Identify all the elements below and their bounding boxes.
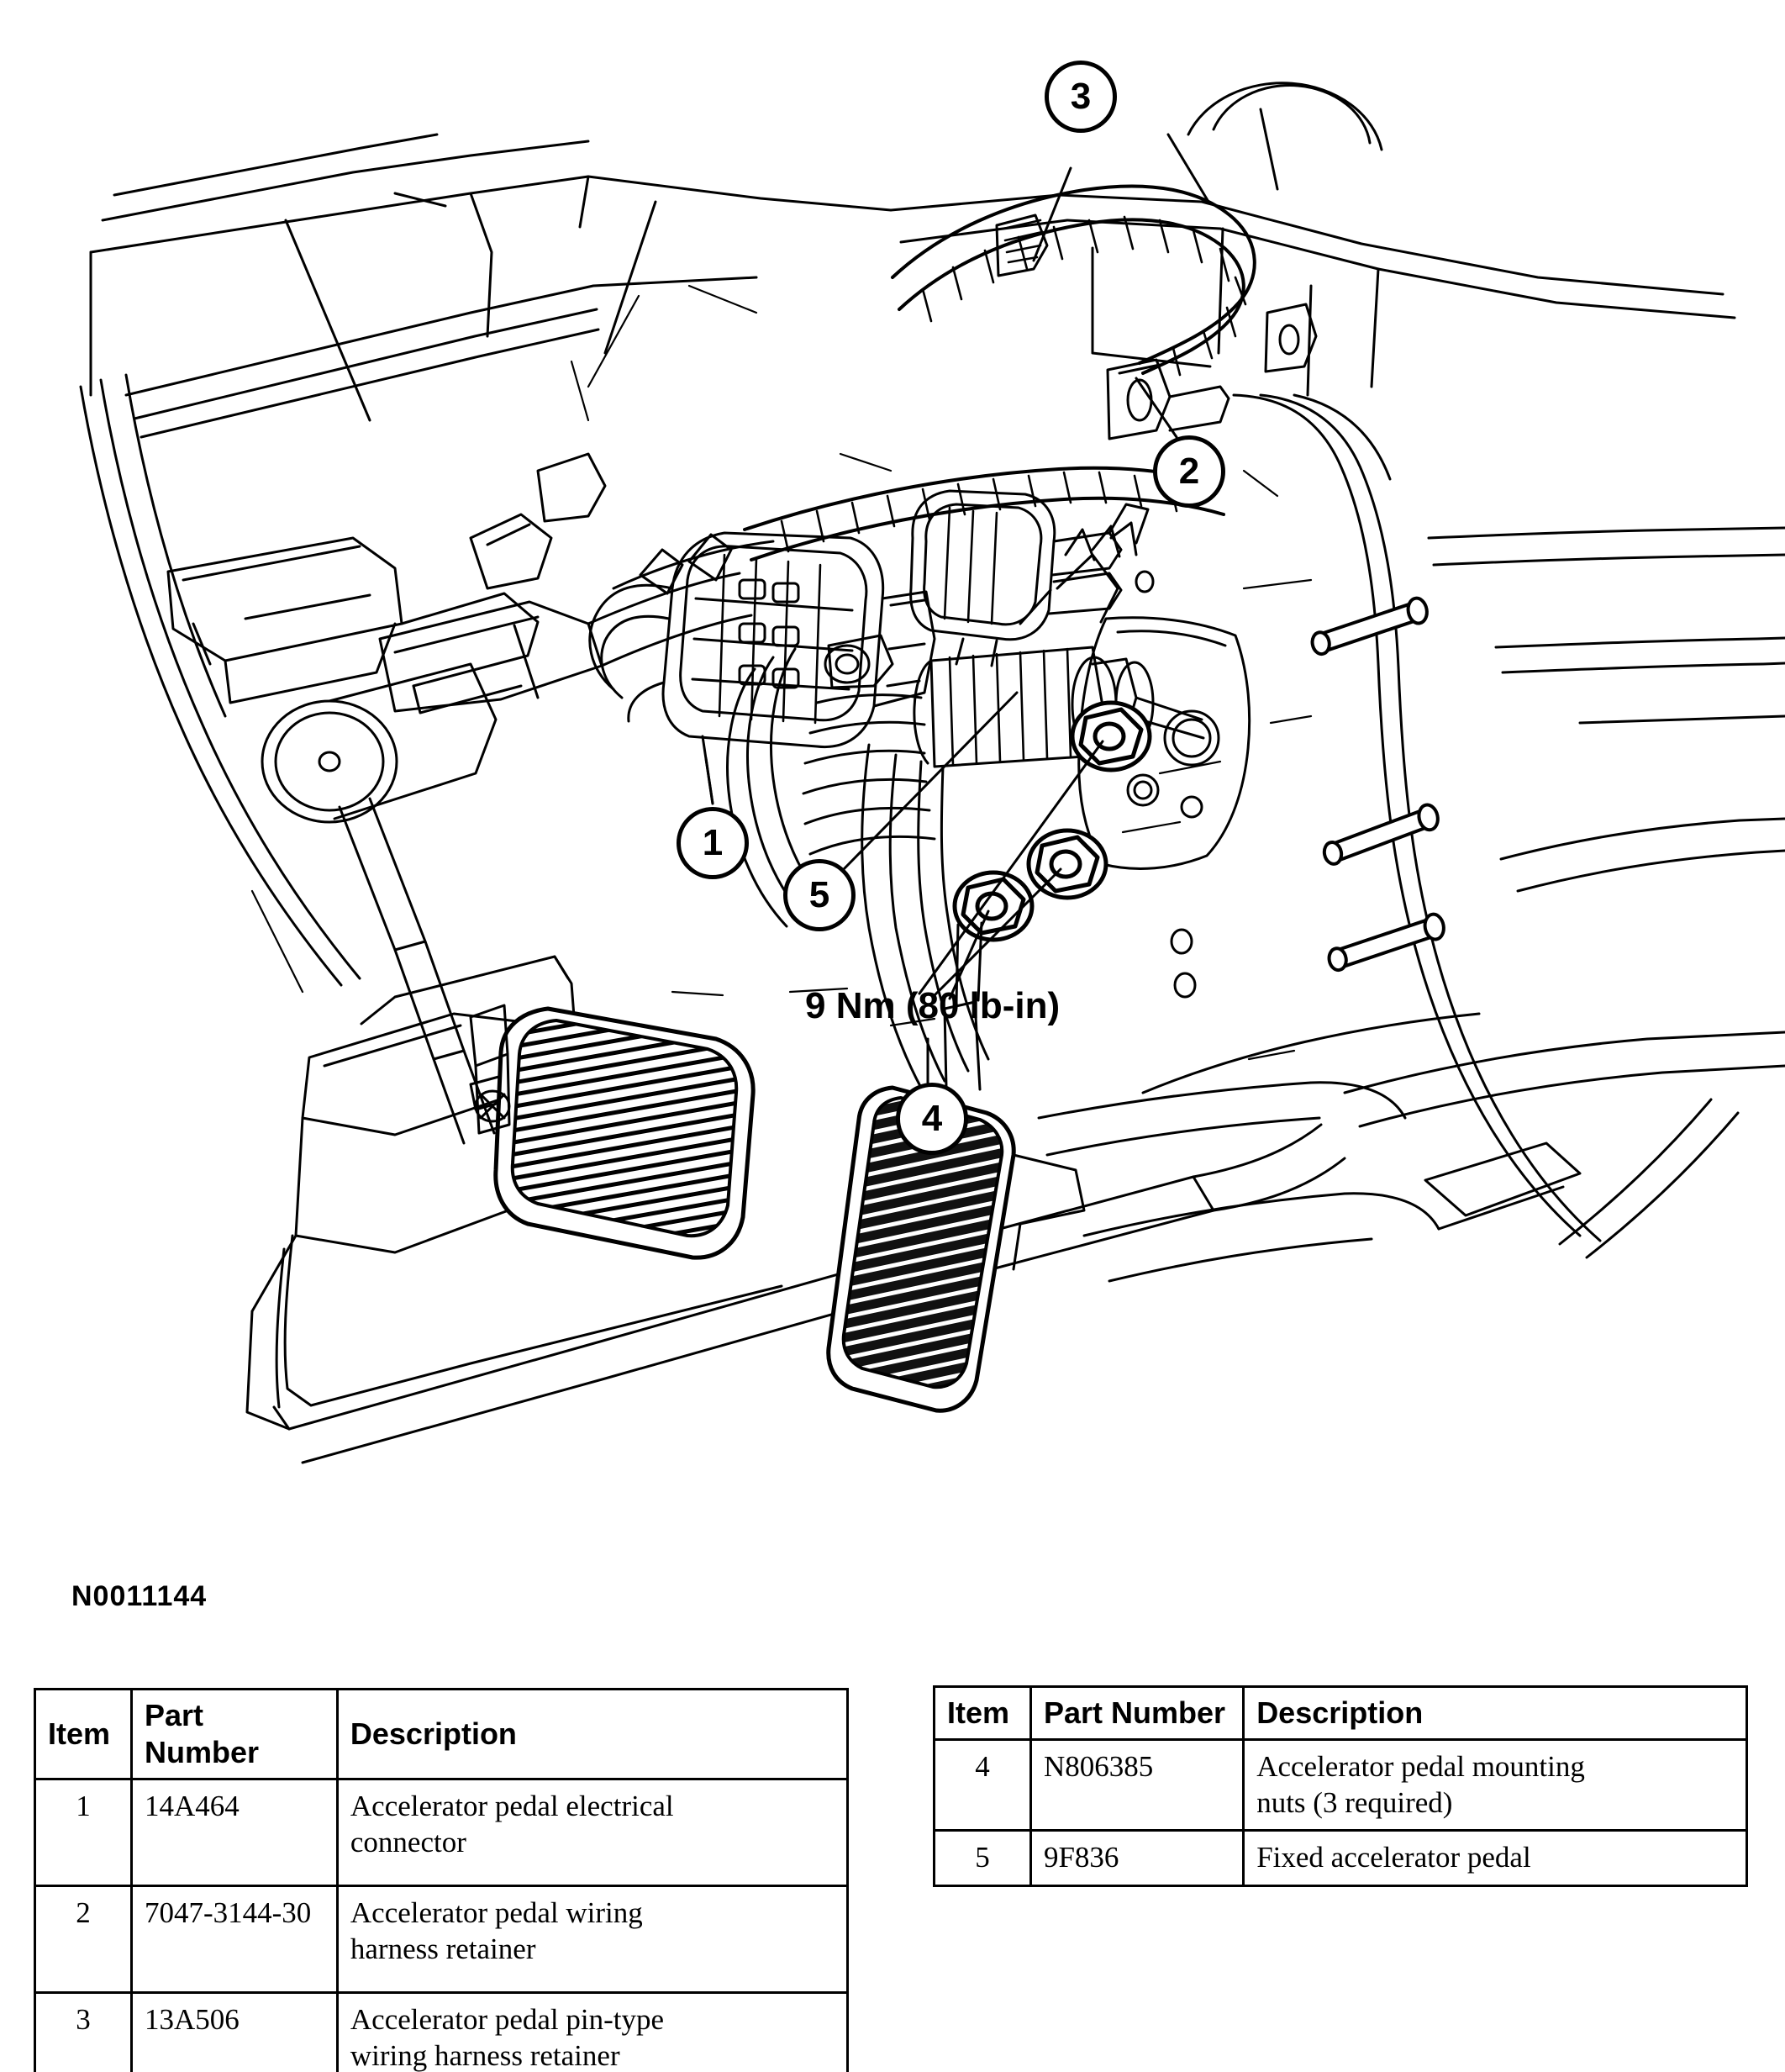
description-line: Fixed accelerator pedal xyxy=(1256,1841,1531,1874)
table-row: 3 13A506 Accelerator pedal pin-type wiri… xyxy=(34,1990,850,2072)
column-header-item: Item xyxy=(34,1688,133,1780)
column-header-item: Item xyxy=(933,1685,1032,1741)
figure-id-label: N0011144 xyxy=(71,1580,208,1612)
cell-description: Accelerator pedal electrical connector xyxy=(335,1777,850,1887)
table-row: 2 7047-3144-30 Accelerator pedal wiring … xyxy=(34,1884,850,1994)
callout-4: 4 xyxy=(896,1083,968,1155)
description-line: harness retainer xyxy=(350,1932,536,1965)
description-line: Accelerator pedal mounting xyxy=(1256,1749,1585,1783)
cell-description: Accelerator pedal mounting nuts (3 requi… xyxy=(1242,1737,1748,1832)
cell-item: 4 xyxy=(933,1737,1032,1832)
callout-1: 1 xyxy=(677,807,749,879)
cell-part-number: 13A506 xyxy=(129,1990,339,2072)
cell-part-number: 14A464 xyxy=(129,1777,339,1887)
column-header-description: Description xyxy=(335,1688,850,1780)
cell-part-number: N806385 xyxy=(1029,1737,1245,1832)
cell-item: 5 xyxy=(933,1829,1032,1887)
cell-part-number: 9F836 xyxy=(1029,1829,1245,1887)
cell-part-number: 7047-3144-30 xyxy=(129,1884,339,1994)
table-header-row: Item Part Number Description xyxy=(933,1685,1748,1741)
column-header-part-number: Part Number xyxy=(1029,1685,1245,1741)
description-line: connector xyxy=(350,1825,466,1858)
table-row: 5 9F836 Fixed accelerator pedal xyxy=(933,1829,1748,1887)
table-row: 4 N806385 Accelerator pedal mounting nut… xyxy=(933,1737,1748,1832)
description-line: nuts (3 required) xyxy=(1256,1785,1453,1819)
cell-item: 1 xyxy=(34,1777,133,1887)
column-header-description: Description xyxy=(1242,1685,1748,1741)
cell-item: 3 xyxy=(34,1990,133,2072)
cell-description: Accelerator pedal pin-type wiring harnes… xyxy=(335,1990,850,2072)
table-header-row: Item Part Number Description xyxy=(34,1688,850,1780)
torque-spec-label: 9 Nm (80 lb-in) xyxy=(805,985,1061,1026)
table-row: 1 14A464 Accelerator pedal electrical co… xyxy=(34,1777,850,1887)
pedal-assembly-illustration xyxy=(79,82,1785,1464)
column-header-part-number: Part Number xyxy=(129,1688,339,1780)
callout-5: 5 xyxy=(783,859,856,931)
callout-2: 2 xyxy=(1153,435,1225,508)
cell-item: 2 xyxy=(34,1884,133,1994)
description-line: Accelerator pedal pin-type xyxy=(350,2002,665,2036)
cell-description: Fixed accelerator pedal xyxy=(1242,1829,1748,1887)
description-line: Accelerator pedal electrical xyxy=(350,1789,674,1822)
callout-3: 3 xyxy=(1045,61,1117,133)
description-line: wiring harness retainer xyxy=(350,2038,620,2072)
parts-table-right: Item Part Number Description 4 N806385 A… xyxy=(933,1685,1748,1887)
cell-description: Accelerator pedal wiring harness retaine… xyxy=(335,1884,850,1994)
description-line: Accelerator pedal wiring xyxy=(350,1895,643,1929)
parts-table-left: Item Part Number Description 1 14A464 Ac… xyxy=(34,1688,850,2072)
